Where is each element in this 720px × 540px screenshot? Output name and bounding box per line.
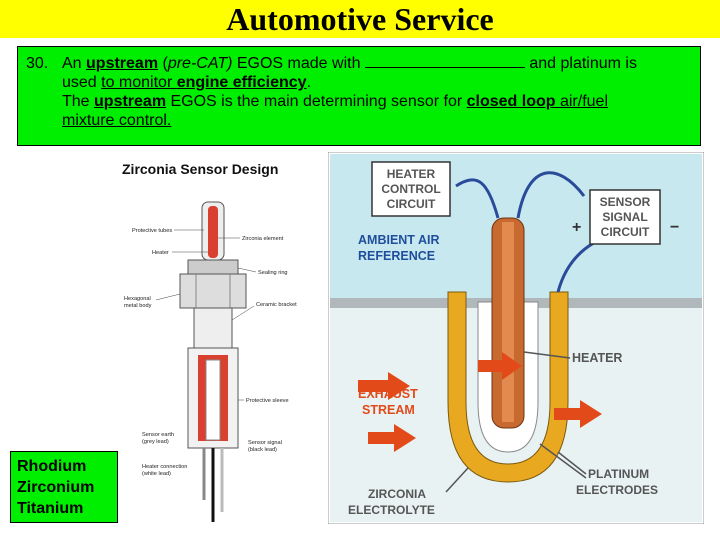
- ceramic-bracket-shape: [193, 307, 233, 349]
- keyword-upstream-2: upstream: [94, 93, 167, 110]
- label-sensor-earth-2: (grey lead): [142, 439, 169, 445]
- answer-choice[interactable]: Zirconium: [17, 479, 95, 496]
- question-line-1: 30.An upstream (pre-CAT) EGOS made with …: [26, 53, 690, 73]
- heater-pointer: [523, 351, 571, 359]
- sealing-ring-shape: [187, 259, 239, 275]
- question-line-4: mixture control.: [26, 111, 690, 130]
- label-heater-control-3: CIRCUIT: [387, 197, 436, 211]
- diagram-title: Zirconia Sensor Design: [122, 161, 278, 177]
- plus-sign: +: [572, 219, 581, 236]
- signal-wire-positive: [516, 171, 586, 219]
- label-heater: HEATER: [572, 351, 622, 365]
- answer-blank[interactable]: [364, 53, 525, 68]
- sensor-cross-section-diagram: HEATER CONTROL CIRCUIT SENSOR SIGNAL CIR…: [328, 152, 704, 524]
- label-sensor-signal-1: Sensor signal: [248, 440, 282, 446]
- text-fragment: used: [62, 74, 102, 91]
- label-zirconia-1: ZIRCONIA: [368, 487, 426, 501]
- label-sensor-signal-2: (black lead): [248, 447, 277, 453]
- label-platinum-2: ELECTRODES: [576, 483, 658, 497]
- text-fragment: (: [158, 55, 168, 72]
- hex-body-shape: [179, 273, 247, 309]
- title-bar: Automotive Service: [0, 0, 720, 38]
- keyword-to-monitor: to monitor: [101, 74, 177, 91]
- answer-choice[interactable]: Rhodium: [17, 458, 87, 475]
- heater-rod-highlight: [502, 222, 514, 422]
- zirconia-element-shape: [208, 206, 218, 258]
- platinum-pointer-1: [557, 451, 587, 475]
- text-fragment: mixture control.: [62, 112, 172, 129]
- label-ambient-air-2: REFERENCE: [358, 249, 435, 263]
- label-ceramic-bracket: Ceramic bracket: [256, 302, 297, 308]
- question-number: 30.: [26, 55, 49, 72]
- question-box: 30.An upstream (pre-CAT) EGOS made with …: [17, 46, 701, 146]
- label-sensor-signal-1: SENSOR: [600, 195, 651, 209]
- platinum-pointer-2: [539, 443, 587, 479]
- keyword-upstream: upstream: [86, 55, 159, 72]
- zirconia-sensor-design-diagram: Zirconia Sensor Design Protective tubes …: [122, 161, 297, 522]
- label-hexagonal-body-2: metal body: [124, 303, 152, 309]
- label-heater-connection-2: (white lead): [142, 471, 171, 477]
- text-fragment: EGOS made with: [232, 55, 365, 72]
- exhaust-arrow-right-1: [554, 400, 602, 428]
- answer-choices-box: Rhodium Zirconium Titanium: [10, 451, 118, 523]
- label-heater-control-2: CONTROL: [381, 182, 440, 196]
- keyword-engine-efficiency: engine efficiency: [176, 74, 307, 91]
- question-line-3: The upstream EGOS is the main determinin…: [26, 92, 690, 111]
- label-heater: Heater: [152, 250, 169, 256]
- text-fragment: and platinum is: [524, 55, 637, 72]
- label-heater-connection-1: Heater connection: [142, 464, 187, 470]
- text-fragment: The: [62, 93, 95, 110]
- text-fragment: air/fuel: [555, 93, 608, 110]
- page-title: Automotive Service: [226, 1, 494, 37]
- exhaust-arrow-left-1: [358, 372, 410, 400]
- label-sensor-signal-3: CIRCUIT: [601, 225, 650, 239]
- label-exhaust-1: EXHAUST: [358, 387, 418, 401]
- zirconia-pointer: [445, 467, 469, 493]
- label-protective-tubes: Protective tubes: [132, 228, 172, 234]
- heater-control-box: [371, 161, 451, 217]
- label-protective-sleeve: Protective sleeve: [246, 398, 289, 404]
- keyword-precat: pre-CAT): [167, 55, 233, 72]
- label-platinum-1: PLATINUM: [588, 467, 649, 481]
- text-fragment: An: [62, 55, 87, 72]
- exhaust-arrow-left-2: [368, 424, 416, 452]
- inner-insulator-shape: [205, 359, 221, 441]
- exhaust-arrows: [358, 352, 602, 452]
- label-zirconia-2: ELECTROLYTE: [348, 503, 435, 517]
- exhaust-arrow-center-1: [478, 352, 522, 380]
- zirconia-electrolyte-shape: [447, 291, 569, 483]
- question-line-2: used to monitor engine efficiency.: [26, 73, 690, 92]
- label-zirconia-element: Zirconia element: [242, 236, 284, 242]
- label-ambient-air-1: AMBIENT AIR: [358, 233, 439, 247]
- label-hexagonal-body-1: Hexagonal: [124, 296, 151, 302]
- label-sensor-earth-1: Sensor earth: [142, 432, 174, 438]
- answer-choice[interactable]: Titanium: [17, 500, 84, 517]
- label-sensor-signal-2: SIGNAL: [602, 210, 647, 224]
- label-exhaust-2: STREAM: [362, 403, 415, 417]
- sensor-signal-box: [589, 189, 661, 245]
- minus-sign: −: [670, 219, 679, 236]
- label-sealing-ring: Sealing ring: [258, 270, 288, 276]
- text-fragment: EGOS is the main determining sensor for: [166, 93, 467, 110]
- text-fragment: .: [306, 74, 312, 91]
- heater-wire: [455, 178, 500, 219]
- label-heater-control-1: HEATER: [387, 167, 436, 181]
- keyword-closed-loop: closed loop: [466, 93, 556, 110]
